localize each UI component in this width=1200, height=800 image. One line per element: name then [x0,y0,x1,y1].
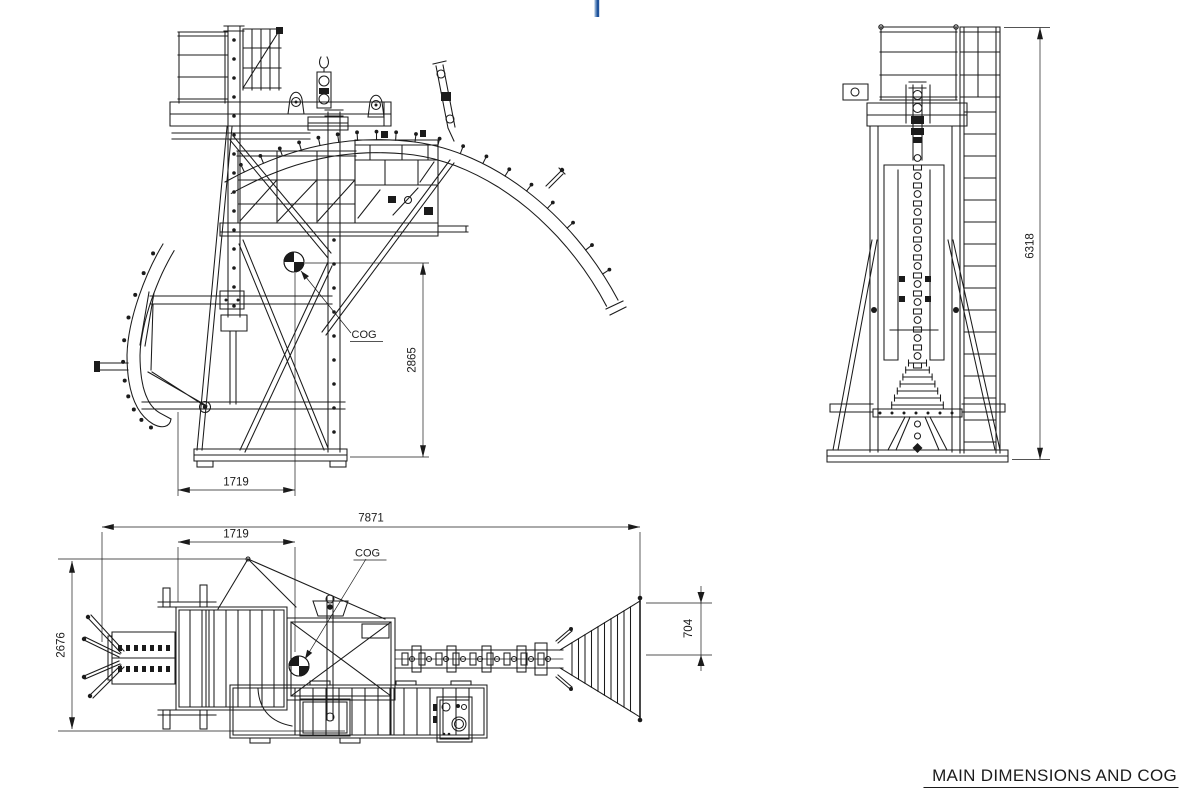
side-dimensions: 1719 2865 COG [177,262,429,496]
plan-cog-label: COG [355,548,380,560]
plan-cog-symbol [288,655,310,677]
plan-cog-leader [304,558,367,660]
plan-dim-1719: 1719 [223,529,249,541]
blue-cursor-marker [594,0,600,17]
side-cog-symbol [283,251,305,273]
plan-dim-7871: 7871 [358,513,384,525]
drawing-title-text: MAIN DIMENSIONS AND COG [932,766,1177,785]
rear-dimensions: 6318 [1004,27,1050,460]
plan-dim-2676: 2676 [56,632,68,658]
plan-dim-704: 704 [683,618,695,638]
side-dim-1719: 1719 [223,477,249,489]
plan-dimensions: 7871 1719 2676 704 COG [56,513,712,732]
rear-dim-6318: 6318 [1025,233,1037,259]
plan-structure [81,556,643,744]
rear-view: 6318 [826,24,1050,463]
rear-structure [826,24,1009,463]
drawing-title: MAIN DIMENSIONS AND COG [923,766,1179,789]
plan-view: 7871 1719 2676 704 COG [56,513,712,744]
side-cog-label: COG [352,329,377,341]
side-view: 1719 2865 COG [94,25,627,496]
side-structure [94,25,627,468]
side-dim-2865: 2865 [407,347,419,373]
side-cog-leader [300,270,352,334]
